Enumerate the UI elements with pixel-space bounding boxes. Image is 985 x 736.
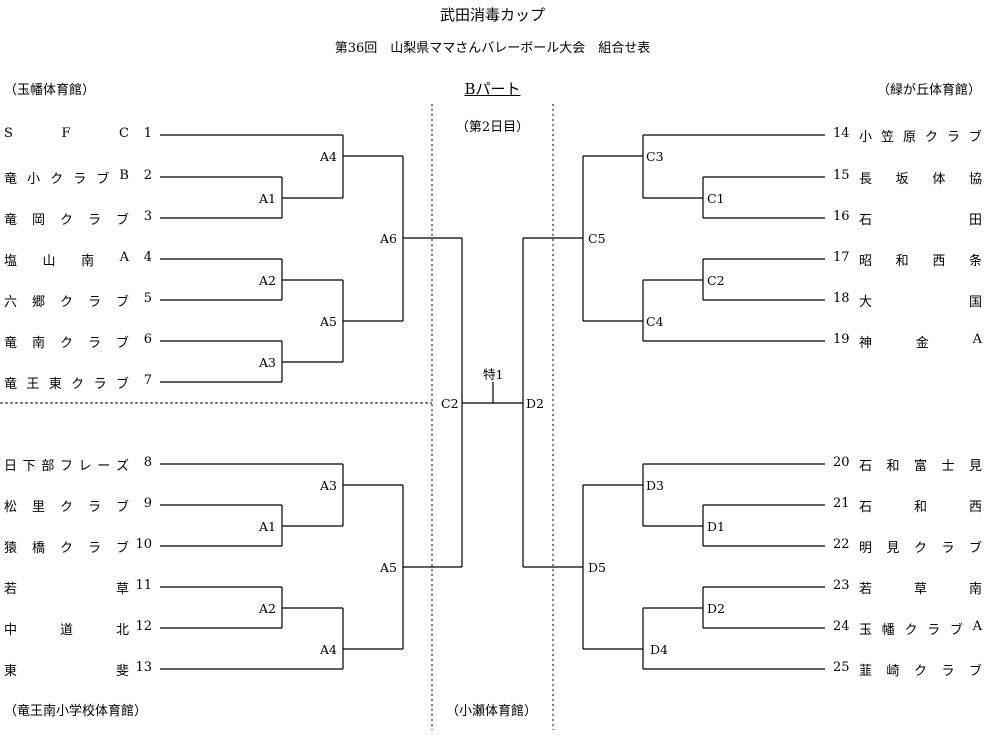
- match-label-d1: D1: [707, 519, 725, 534]
- match-label-c2-center: C2: [441, 396, 459, 411]
- match-label-a5-top: A5: [320, 314, 337, 329]
- day-label: （第2日目）: [455, 120, 530, 135]
- match-label-a6-top: A6: [380, 231, 397, 246]
- match-label-a1-bottom: A1: [259, 519, 276, 534]
- left-team-number: 7: [143, 373, 152, 388]
- left-team-number: 12: [135, 619, 152, 634]
- left-team-name: 猿橋クラブ: [4, 541, 129, 556]
- right-team-number: 25: [833, 660, 850, 675]
- match-label-c2-right: C2: [707, 273, 725, 288]
- left-team-name: 竜岡クラブ: [4, 213, 129, 228]
- right-team-name: 韮崎クラブ: [859, 664, 982, 679]
- left-team-name: 若草: [4, 582, 129, 597]
- left-team-number: 9: [143, 496, 152, 511]
- right-team-number: 16: [833, 209, 850, 224]
- match-label-d2-right: D2: [707, 601, 725, 616]
- right-team-name: 昭和西条: [859, 254, 982, 269]
- left-team-number: 11: [135, 578, 152, 593]
- match-label-c5: C5: [588, 231, 606, 246]
- venue-bottom-left: （竜王南小学校体育館）: [4, 704, 148, 719]
- left-team-name: 東斐: [4, 664, 129, 679]
- left-team-number: 8: [143, 455, 152, 470]
- left-team-name: 竜南クラブ: [4, 336, 129, 351]
- right-team-name: 石和富士見: [859, 459, 982, 474]
- match-label-special: 特1: [483, 367, 504, 382]
- left-team-number: 1: [143, 126, 152, 141]
- right-team-number: 22: [833, 537, 850, 552]
- tournament-title: 武田消毒カップ: [439, 6, 545, 24]
- left-team-name: 松里クラブ: [4, 500, 129, 515]
- venue-bottom-center: （小瀬体育館）: [446, 704, 538, 719]
- left-team-number: 4: [143, 250, 152, 265]
- match-label-d2-center: D2: [526, 396, 544, 411]
- match-label-d3: D3: [646, 478, 664, 493]
- left-team-number: 3: [143, 209, 152, 224]
- match-label-c3: C3: [646, 149, 664, 164]
- match-label-a3-top: A3: [259, 355, 276, 370]
- right-team-name: 明見クラブ: [859, 541, 982, 556]
- left-team-name: 竜王東クラブ: [4, 377, 129, 392]
- left-team-number: 6: [143, 332, 152, 347]
- match-label-a4-bottom: A4: [320, 642, 337, 657]
- right-team-name: 小笠原クラブ: [859, 130, 982, 145]
- left-team-number: 2: [143, 168, 152, 183]
- right-team-number: 17: [833, 250, 850, 265]
- match-label-c1: C1: [707, 191, 725, 206]
- match-label-a4-top: A4: [320, 149, 337, 164]
- match-label-a2-bottom: A2: [259, 601, 276, 616]
- match-label-c4: C4: [646, 314, 664, 329]
- right-team-name: 石田: [859, 213, 982, 228]
- right-team-number: 18: [833, 291, 850, 306]
- venue-top-right: （緑が丘体育館）: [876, 83, 981, 98]
- right-team-number: 19: [833, 332, 850, 347]
- right-team-name: 大国: [859, 295, 982, 310]
- right-team-name: 長坂体協: [859, 172, 982, 187]
- right-team-number: 14: [833, 126, 850, 141]
- right-team-number: 24: [833, 619, 850, 634]
- match-label-d4: D4: [650, 642, 668, 657]
- match-label-a3-bottom: A3: [320, 478, 337, 493]
- right-team-number: 15: [833, 168, 850, 183]
- match-label-d5: D5: [588, 560, 606, 575]
- left-team-number: 13: [135, 660, 152, 675]
- right-team-number: 20: [833, 455, 850, 470]
- tournament-subtitle: 第36回 山梨県ママさんバレーボール大会 組合せ表: [334, 41, 651, 56]
- venue-top-left: （玉幡体育館）: [4, 83, 96, 98]
- right-team-name: 若草南: [859, 582, 982, 597]
- part-title: Bパート: [464, 80, 521, 98]
- right-team-name: 石和西: [859, 500, 982, 515]
- left-team-name: 中道北: [4, 623, 129, 638]
- left-team-name: 六郷クラブ: [4, 295, 129, 310]
- left-team-number: 10: [135, 537, 152, 552]
- left-team-name: 日下部フレーズ: [4, 459, 129, 474]
- left-team-number: 5: [143, 291, 152, 306]
- match-label-a5-bottom: A5: [380, 560, 397, 575]
- right-team-number: 23: [833, 578, 850, 593]
- match-label-a2-top: A2: [259, 273, 276, 288]
- match-label-a1-top: A1: [259, 191, 276, 206]
- right-team-number: 21: [833, 496, 850, 511]
